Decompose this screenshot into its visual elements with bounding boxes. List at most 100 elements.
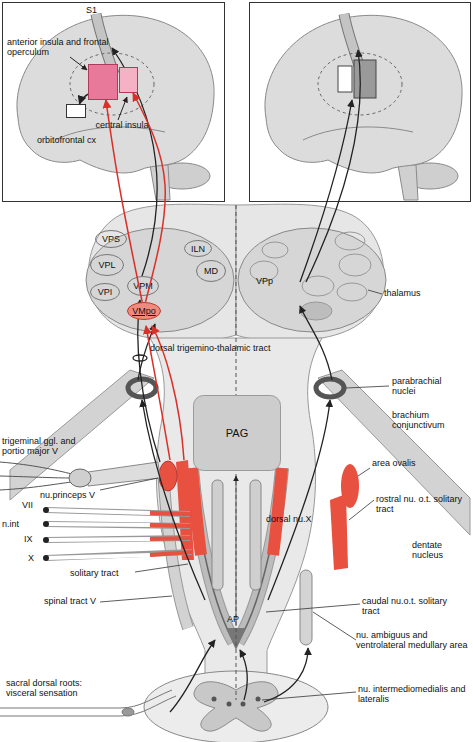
thalamic-nucleus: [250, 232, 371, 320]
oval-outline: [91, 255, 124, 276]
insula-box: [338, 66, 352, 92]
thalamic-nucleus: [335, 232, 365, 250]
leader-line: [313, 612, 356, 640]
projection-arrow: [80, 94, 89, 104]
node-label: VPM: [133, 281, 153, 291]
cortex-box: anterior insula and frontal operculum: [88, 64, 118, 100]
thalamic-nucleus: VMpo: [127, 302, 161, 320]
brain-lateral-view: [303, 127, 413, 140]
pag-box: PAG: [193, 395, 281, 471]
thalamus-body: [238, 228, 386, 332]
solitary-tract: [238, 468, 282, 642]
leader-line: [368, 290, 382, 294]
leader-line: [100, 478, 158, 490]
brain-lateral-view: [265, 15, 462, 173]
dorsal-vagal-nucleus: [212, 480, 223, 590]
sacral-root: [0, 696, 176, 716]
leader-line: [266, 604, 360, 612]
spinal-cord: [256, 697, 261, 702]
spinal-cord: [194, 682, 278, 731]
leader-line: [100, 290, 389, 700]
annotation-label: rostral nu. o.t. solitary tract: [376, 494, 466, 514]
thalamic-nucleus: VPI: [90, 283, 120, 301]
inset-frame: [3, 3, 471, 202]
cranial-nerve-root: [43, 507, 192, 561]
trigeminal-nerve: [0, 462, 160, 490]
node-label: MD: [204, 266, 218, 276]
annotation-label: spinal tract V: [44, 596, 114, 606]
annotation-label: dorsal nu.X: [266, 514, 326, 524]
ascending-tract: [264, 648, 308, 702]
ascending-tract: [306, 50, 360, 282]
trigeminal-nerve: [0, 462, 72, 490]
thalamic-nucleus: VPM: [127, 276, 159, 296]
annotation-label: nu.princeps V: [40, 490, 110, 500]
cortex-box: central insula: [119, 67, 138, 93]
solitary-tract: [238, 468, 282, 642]
ascending-tract: [112, 48, 360, 712]
spinal-cord: [144, 671, 328, 742]
midline: [236, 476, 237, 626]
ascending-tract: [300, 100, 352, 282]
ascending-tract: [300, 306, 332, 380]
annotation-label: brachium conjunctivum: [392, 410, 470, 430]
thalamic-nucleus: VPS: [95, 230, 127, 248]
leader-line: [70, 57, 87, 70]
annotation-label: parabrachial nuclei: [392, 376, 462, 396]
parabrachial-ring: [316, 379, 344, 397]
node-label: VPS: [102, 234, 120, 244]
annotation-label: VII: [22, 500, 46, 510]
rostral-solitary-nucleus: [273, 468, 282, 555]
annotation-label: solitary tract: [70, 568, 140, 578]
cranial-nerve-root: [43, 521, 49, 527]
dorsal-vagal-nucleus: [250, 480, 261, 590]
leader-line: [100, 596, 172, 602]
annotation-label: trigeminal ggl. and portio major V: [2, 436, 92, 456]
cranial-nerve-root: [46, 510, 150, 558]
thalamic-nucleus: [262, 242, 288, 258]
cranial-nerve-root: [43, 537, 49, 543]
rostral-solitary-nucleus: [159, 461, 177, 491]
solitary-tract: [192, 468, 282, 642]
rounded-outline: [194, 396, 281, 471]
thalamic-nucleus: [300, 302, 332, 320]
node-label: central insula: [90, 120, 154, 130]
leader-line: [135, 564, 188, 572]
brain-lateral-view: [150, 165, 170, 200]
nucleus-ambiguus: [300, 570, 312, 645]
ascending-tract: [170, 640, 215, 712]
annotation-label: X: [28, 553, 44, 563]
spinal-cord: [227, 702, 232, 707]
oval-outline: [128, 277, 159, 296]
annotation-label: n.int: [2, 519, 42, 529]
brain-lateral-view: [398, 165, 418, 200]
leader-line: [349, 500, 374, 520]
projection-arrow: [106, 100, 142, 302]
annotation-label: S1: [86, 5, 116, 15]
projection-arrow: [133, 93, 165, 302]
annotation-label: nu. ambiguus and ventrolateral medullary…: [356, 630, 471, 650]
nucleus-ambiguus: [300, 570, 312, 645]
leader-line: [346, 386, 389, 388]
cranial-nerve-root: [43, 555, 49, 561]
inset-frame: [3, 3, 225, 202]
trigeminal-nerve: [69, 469, 91, 487]
trigeminal-nerve: [88, 462, 160, 486]
spinal-cord: [144, 671, 328, 742]
oval-outline: [96, 231, 127, 248]
annotation-label: caudal nu.o.t. solitary tract: [362, 596, 452, 616]
spinal-cord: [241, 702, 246, 707]
node-label: VPL: [98, 260, 115, 270]
oval-outline: [197, 261, 226, 282]
brainstem: [150, 338, 322, 650]
node-label: VPI: [98, 287, 113, 297]
thalamic-nucleus: [337, 283, 367, 301]
insula-box: [354, 60, 376, 98]
rostral-solitary-nucleus: [192, 468, 201, 555]
thalamic-nucleus: VPL: [90, 254, 124, 276]
rostral-solitary-nucleus: [176, 460, 194, 560]
cortex-box: orbitofrontal cx: [66, 104, 86, 118]
spinal-cord: [212, 697, 217, 702]
